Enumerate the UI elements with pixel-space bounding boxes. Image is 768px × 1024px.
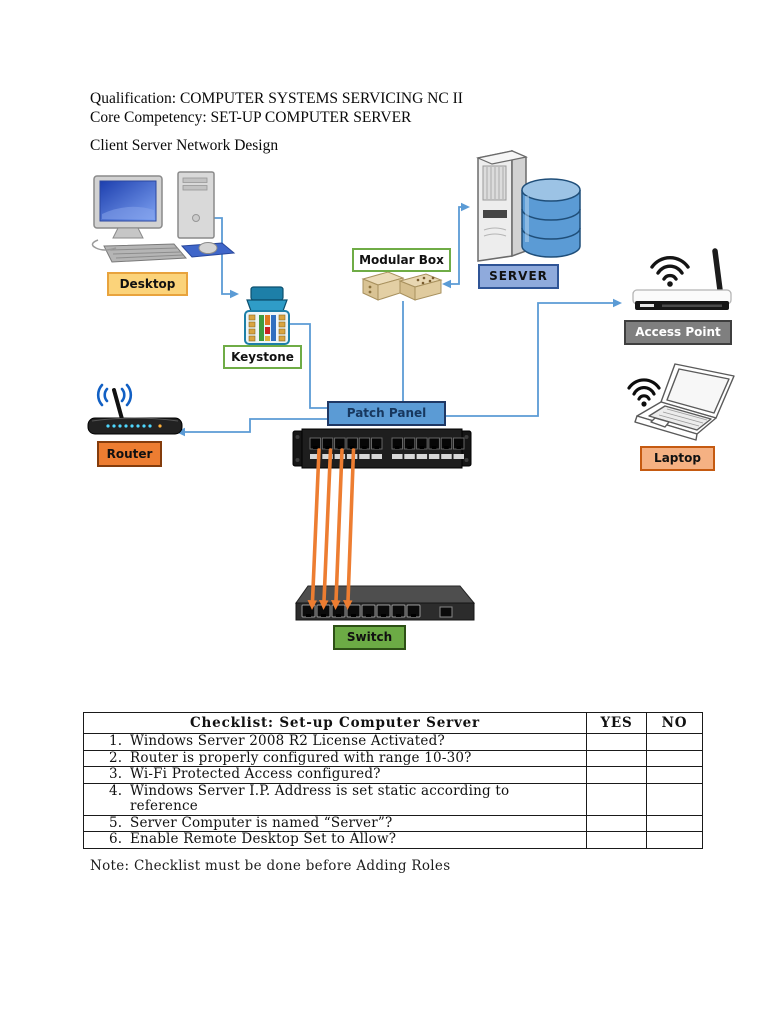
yes-cell	[586, 814, 647, 832]
ap-body	[632, 289, 732, 310]
switch-image	[295, 585, 476, 621]
item-text: 4.Windows Server I.P. Address is set sta…	[83, 782, 587, 816]
server-label: SERVER	[478, 264, 559, 289]
patch-panel-label: Patch Panel	[327, 401, 446, 426]
yes-cell	[586, 733, 647, 751]
item-text: 1.Windows Server 2008 R2 License Activat…	[83, 733, 587, 751]
closed-box	[361, 271, 405, 301]
column-header-yes: YES	[586, 712, 647, 734]
modularbox-server-link	[451, 206, 461, 285]
database-icon	[521, 178, 581, 258]
cable-squiggle	[91, 239, 117, 251]
checklist-row: 4.Windows Server I.P. Address is set sta…	[83, 782, 703, 816]
wire-stripes	[259, 315, 276, 341]
qualification-line: Qualification: COMPUTER SYSTEMS SERVICIN…	[90, 90, 463, 107]
mouse-icon	[180, 242, 236, 258]
no-cell	[646, 733, 703, 751]
tower-icon	[177, 171, 215, 239]
keystone-jack-image	[244, 286, 290, 345]
wifi-icon	[650, 256, 690, 287]
wifi-icon	[627, 378, 661, 407]
checklist-row: 5.Server Computer is named “Server”?	[83, 814, 703, 832]
desktop-computer-image	[91, 171, 236, 263]
open-box	[398, 273, 443, 301]
modular-box-image	[361, 271, 443, 301]
yes-cell	[586, 782, 647, 816]
yes-cell	[586, 749, 647, 767]
patch-panel-image	[292, 428, 472, 469]
keystone-label: Keystone	[223, 345, 302, 369]
laptop-image	[627, 363, 735, 441]
switch-label: Switch	[333, 625, 406, 650]
no-cell	[646, 831, 703, 849]
note-text: Note: Checklist must be done before Addi…	[90, 858, 451, 874]
no-cell	[646, 766, 703, 784]
item-text: 5.Server Computer is named “Server”?	[83, 814, 587, 832]
server-image	[476, 149, 581, 262]
checklist-table: Checklist: Set-up Computer Server YES NO…	[83, 712, 703, 849]
no-cell	[646, 814, 703, 832]
router-image	[87, 383, 183, 435]
antenna-icon	[112, 388, 124, 421]
access-point-image	[632, 248, 732, 310]
checklist-row: 6.Enable Remote Desktop Set to Allow?	[83, 831, 703, 849]
antenna-icon	[712, 248, 723, 293]
item-text: 3.Wi-Fi Protected Access configured?	[83, 766, 587, 784]
header-block: Qualification: COMPUTER SYSTEMS SERVICIN…	[90, 90, 463, 127]
item-text: 6.Enable Remote Desktop Set to Allow?	[83, 831, 587, 849]
checklist-title: Checklist: Set-up Computer Server	[83, 712, 587, 734]
patchpanel-accesspoint-link	[446, 302, 613, 417]
checklist-header-row: Checklist: Set-up Computer Server YES NO	[83, 712, 703, 734]
access-point-label: Access Point	[624, 320, 732, 345]
checklist-row: 1.Windows Server 2008 R2 License Activat…	[83, 733, 703, 751]
checklist-row: 3.Wi-Fi Protected Access configured?	[83, 766, 703, 784]
yes-cell	[586, 831, 647, 849]
power-port	[439, 606, 453, 618]
yes-cell	[586, 766, 647, 784]
laptop-label: Laptop	[640, 446, 715, 471]
item-text: 2.Router is properly configured with ran…	[83, 749, 587, 767]
router-body	[87, 417, 183, 435]
checklist-row: 2.Router is properly configured with ran…	[83, 749, 703, 767]
monitor-icon	[93, 175, 163, 239]
diagram-title: Client Server Network Design	[90, 137, 279, 154]
laptop-body	[634, 363, 735, 441]
no-cell	[646, 749, 703, 767]
desktop-label: Desktop	[107, 272, 188, 296]
router-label: Router	[97, 441, 162, 467]
column-header-no: NO	[646, 712, 703, 734]
core-competency-line: Core Competency: SET-UP COMPUTER SERVER	[90, 108, 412, 126]
server-tower-icon	[476, 149, 528, 262]
no-cell	[646, 782, 703, 816]
keyboard-icon	[103, 243, 188, 263]
wifi-waves-icon	[96, 383, 133, 407]
modular-box-label: Modular Box	[352, 248, 451, 272]
